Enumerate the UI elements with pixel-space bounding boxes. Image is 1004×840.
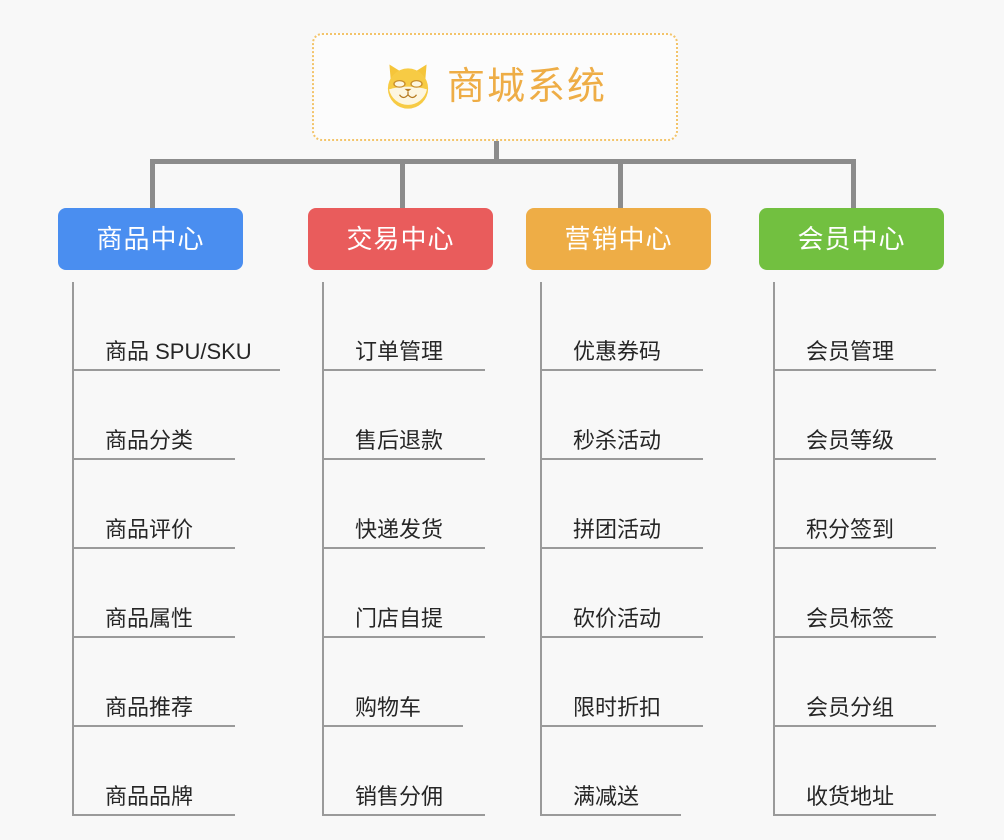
connector-drop-2 [400,159,405,208]
list-item[interactable]: 积分签到 [773,460,999,549]
list-item-label: 优惠券码 [573,338,662,364]
list-item[interactable]: 会员管理 [773,282,999,371]
list-item[interactable]: 优惠券码 [540,282,766,371]
list-item-label: 收货地址 [806,783,895,809]
root-node-title: 商城系统 [446,66,607,108]
list-item-label: 会员标签 [806,605,895,631]
list-item[interactable]: 商品属性 [72,549,318,638]
leaf-list-trade-center: 订单管理 售后退款 快递发货 门店自提 购物车 销售分佣 [322,282,548,816]
root-node-shop-system[interactable]: 商城系统 [312,33,678,141]
list-item-label: 商品分类 [105,427,194,453]
list-item-label: 砍价活动 [573,605,662,631]
list-item-label: 售后退款 [355,427,444,453]
leaf-list-marketing-center: 优惠券码 秒杀活动 拼团活动 砍价活动 限时折扣 满减送 [540,282,766,816]
list-item-label: 会员分组 [806,694,895,720]
connector-horizontal-bus [150,159,856,164]
branch-product-center: 商品中心 商品 SPU/SKU 商品分类 商品评价 商品属性 商品推荐 商品品牌 [58,208,318,816]
branch-marketing-center: 营销中心 优惠券码 秒杀活动 拼团活动 砍价活动 限时折扣 满减送 [526,208,766,816]
list-item[interactable]: 销售分佣 [322,727,548,816]
list-item-label: 商品 SPU/SKU [105,338,252,364]
list-item[interactable]: 购物车 [322,638,548,727]
list-item-label: 会员管理 [806,338,895,364]
list-item[interactable]: 会员分组 [773,638,999,727]
list-item-label: 商品品牌 [105,783,194,809]
connector-drop-4 [851,159,856,208]
list-item[interactable]: 商品品牌 [72,727,318,816]
category-box-trade-center[interactable]: 交易中心 [308,208,493,270]
category-label: 会员中心 [797,224,906,254]
connector-root-stem [494,141,499,162]
list-item[interactable]: 收货地址 [773,727,999,816]
dog-face-icon [387,64,429,111]
list-item-label: 快递发货 [355,516,444,542]
list-item-label: 限时折扣 [573,694,662,720]
list-item[interactable]: 快递发货 [322,460,548,549]
list-item[interactable]: 拼团活动 [540,460,766,549]
list-item-label: 销售分佣 [355,783,444,809]
list-item-label: 会员等级 [806,427,895,453]
list-item[interactable]: 门店自提 [322,549,548,638]
leaf-list-product-center: 商品 SPU/SKU 商品分类 商品评价 商品属性 商品推荐 商品品牌 [72,282,318,816]
list-item[interactable]: 商品分类 [72,371,318,460]
list-item[interactable]: 商品评价 [72,460,318,549]
list-item[interactable]: 商品 SPU/SKU [72,282,318,371]
category-label: 商品中心 [96,224,205,254]
list-item-label: 拼团活动 [573,516,662,542]
list-item[interactable]: 砍价活动 [540,549,766,638]
category-box-member-center[interactable]: 会员中心 [759,208,944,270]
category-box-product-center[interactable]: 商品中心 [58,208,243,270]
category-label: 交易中心 [346,224,455,254]
list-item-label: 秒杀活动 [573,427,662,453]
list-item[interactable]: 售后退款 [322,371,548,460]
list-item[interactable]: 会员等级 [773,371,999,460]
list-item-label: 积分签到 [806,516,895,542]
list-item[interactable]: 限时折扣 [540,638,766,727]
connector-drop-1 [150,159,155,208]
list-item-label: 商品属性 [105,605,194,631]
list-item[interactable]: 商品推荐 [72,638,318,727]
branch-trade-center: 交易中心 订单管理 售后退款 快递发货 门店自提 购物车 销售分佣 [308,208,548,816]
list-item-label: 订单管理 [355,338,444,364]
list-item[interactable]: 会员标签 [773,549,999,638]
category-box-marketing-center[interactable]: 营销中心 [526,208,711,270]
branch-member-center: 会员中心 会员管理 会员等级 积分签到 会员标签 会员分组 收货地址 [759,208,999,816]
list-item[interactable]: 满减送 [540,727,766,816]
leaf-list-member-center: 会员管理 会员等级 积分签到 会员标签 会员分组 收货地址 [773,282,999,816]
connector-drop-3 [618,159,623,208]
list-item[interactable]: 订单管理 [322,282,548,371]
list-item[interactable]: 秒杀活动 [540,371,766,460]
list-item-label: 购物车 [355,694,422,720]
list-item-label: 满减送 [573,783,640,809]
list-item-label: 商品评价 [105,516,194,542]
list-item-label: 门店自提 [355,605,444,631]
category-label: 营销中心 [564,224,673,254]
list-item-label: 商品推荐 [105,694,194,720]
